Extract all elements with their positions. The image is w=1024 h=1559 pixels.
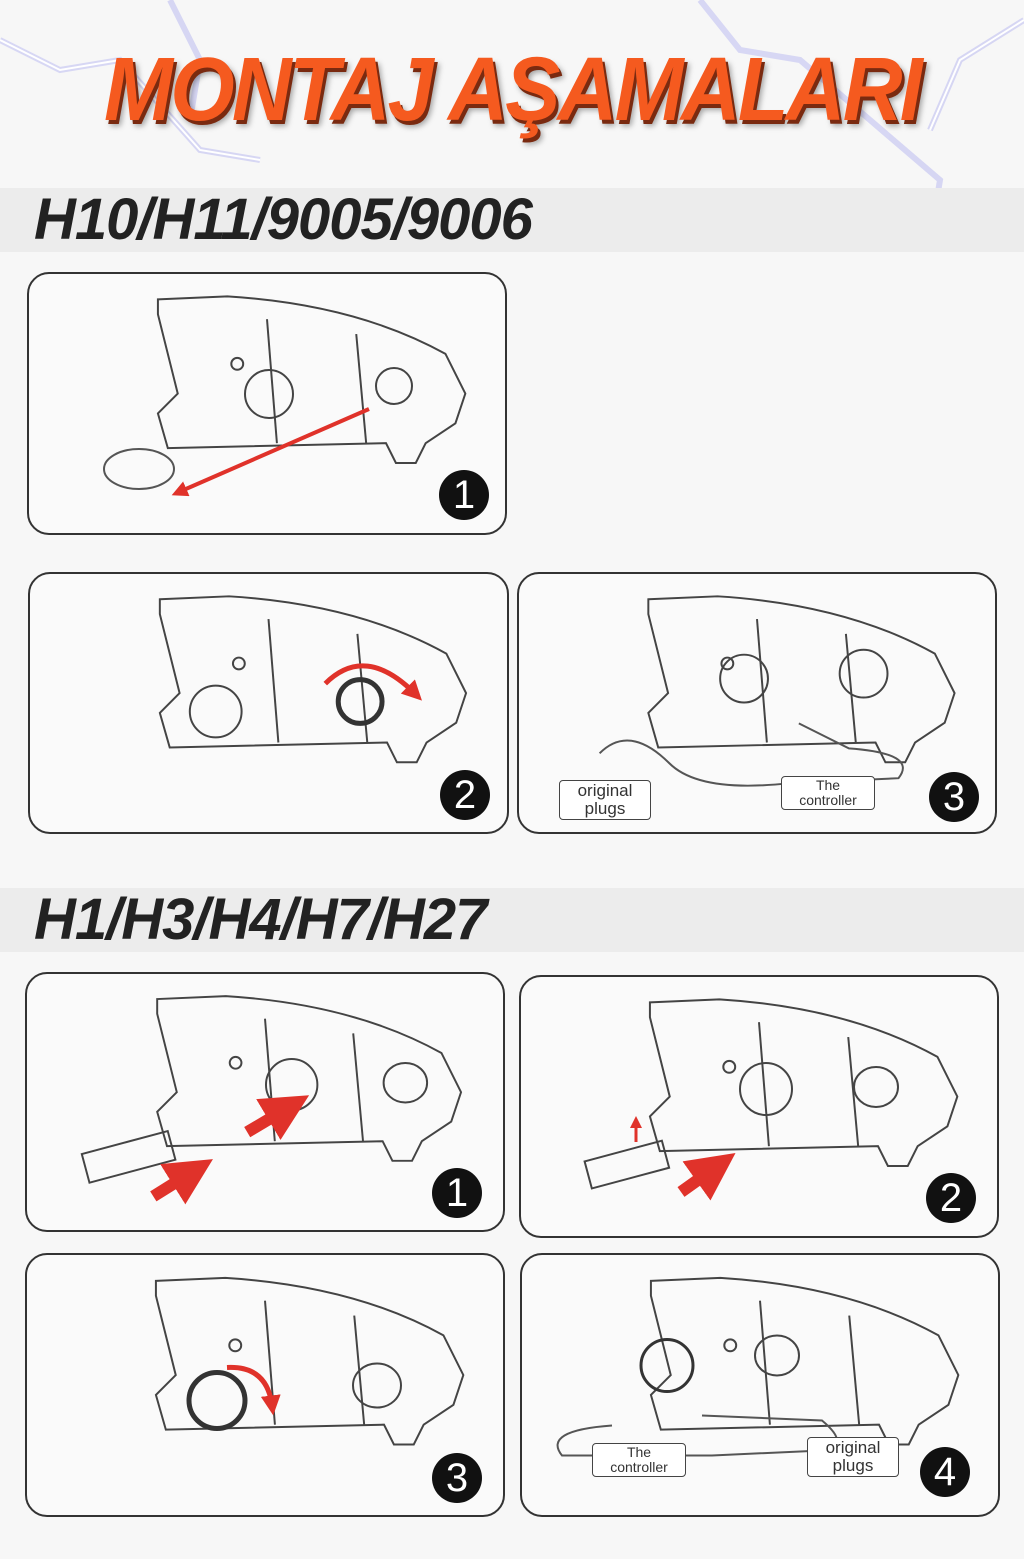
original-plugs-label: original plugs: [807, 1437, 899, 1477]
headlight-illustration: [598, 574, 995, 787]
headlight-illustration: [103, 274, 505, 497]
headlight-illustration: [80, 974, 503, 1205]
section-heading: H1/H3/H4/H7/H27: [34, 887, 487, 952]
step-panel: 2: [28, 572, 509, 834]
section-heading-band: H1/H3/H4/H7/H27: [0, 888, 1024, 952]
step-number-badge: 2: [440, 770, 490, 820]
step-panel: 1: [25, 972, 505, 1232]
step-panel: 2: [519, 975, 999, 1238]
step-panel: 3: [25, 1253, 505, 1517]
step-number-badge: 3: [432, 1453, 482, 1503]
step-panel: The controller original plugs 4: [520, 1253, 1000, 1517]
step-number-badge: 2: [926, 1173, 976, 1223]
step-number-badge: 3: [929, 772, 979, 822]
step-panel: 1: [27, 272, 507, 535]
original-plugs-label: original plugs: [559, 780, 651, 820]
headlight-illustration: [27, 1255, 503, 1515]
section-heading-band: H10/H11/9005/9006: [0, 188, 1024, 252]
step-panel: original plugs The controller 3: [517, 572, 997, 834]
page-title: MONTAJ AŞAMALARI: [104, 40, 923, 140]
step-number-badge: 1: [439, 470, 489, 520]
lightning-background: [0, 0, 1024, 241]
section-heading: H10/H11/9005/9006: [34, 187, 533, 252]
headlight-illustration: [30, 574, 507, 832]
headlight-illustration: [583, 977, 997, 1201]
controller-label: The controller: [781, 776, 875, 810]
step-number-badge: 4: [920, 1447, 970, 1497]
controller-label: The controller: [592, 1443, 686, 1477]
step-number-badge: 1: [432, 1168, 482, 1218]
